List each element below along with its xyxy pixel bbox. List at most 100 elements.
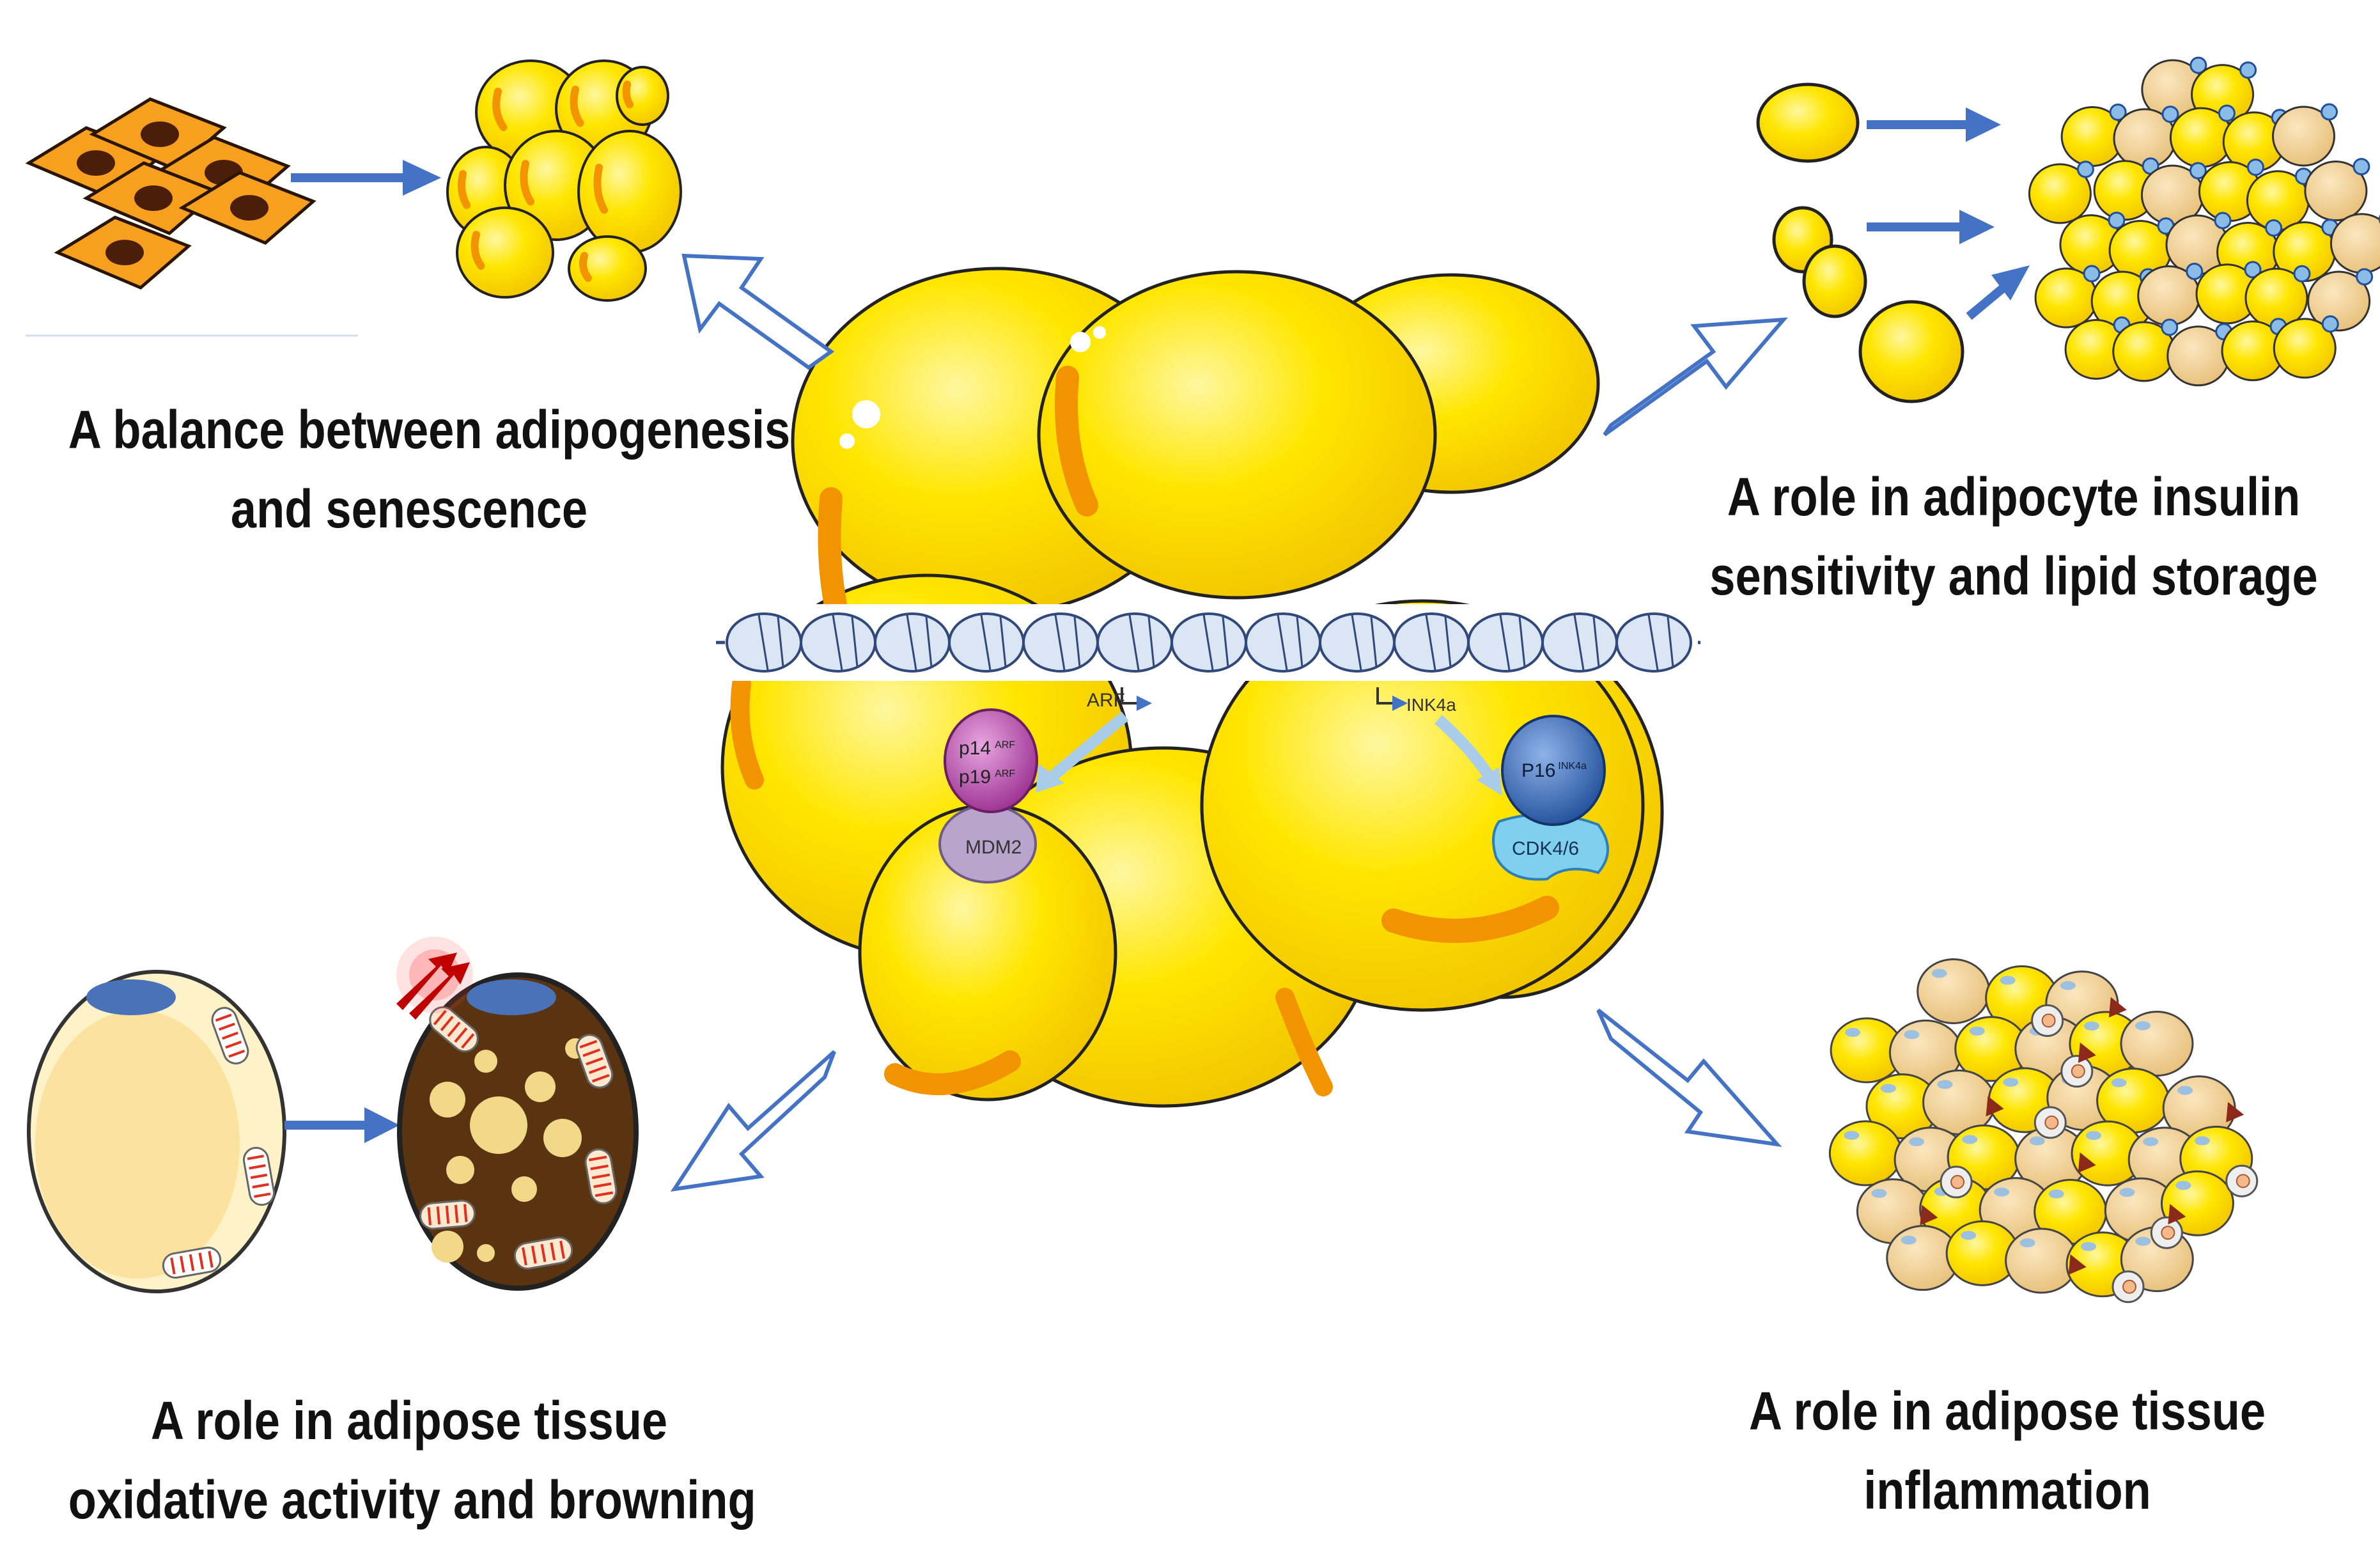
small-cell bbox=[2353, 158, 2370, 176]
crista bbox=[252, 1183, 269, 1188]
crista bbox=[249, 1164, 266, 1170]
adipocyte-nucleus bbox=[2119, 1188, 2135, 1197]
caption-adipogenesis-senescence: A balance between adipogenesis and senes… bbox=[68, 390, 791, 549]
crista bbox=[454, 1204, 459, 1223]
nucleosome-wrap bbox=[1073, 616, 1081, 667]
preadipocyte-nucleus bbox=[141, 121, 179, 147]
differentiation-arrow-head bbox=[403, 160, 441, 196]
crista bbox=[589, 1065, 607, 1074]
arrow-to-top-left bbox=[681, 253, 835, 370]
lipid-droplet bbox=[511, 1176, 537, 1202]
crista bbox=[540, 1243, 547, 1263]
crista bbox=[588, 1155, 607, 1162]
nucleus bbox=[467, 979, 556, 1015]
adipocyte-highlight bbox=[458, 170, 471, 209]
adipose-tissue-cluster bbox=[2028, 56, 2380, 387]
brown-mitochondria bbox=[419, 1006, 618, 1270]
adipocyte-nucleus bbox=[2019, 1238, 2035, 1248]
adipocyte-nucleus bbox=[2048, 1189, 2064, 1199]
crista bbox=[170, 1258, 176, 1275]
caption-line: A balance between adipogenesis bbox=[68, 400, 791, 460]
caption-line: A role in adipose tissue bbox=[1748, 1381, 2266, 1441]
arf-arrow bbox=[1045, 711, 1129, 784]
adipocyte-nucleus bbox=[2111, 1078, 2127, 1087]
caption-inflammation: A role in adipose tissue inflammation bbox=[1683, 1371, 2332, 1530]
crista bbox=[189, 1254, 195, 1272]
macrophage-nucleus bbox=[1950, 1174, 1965, 1189]
fat-shine bbox=[1093, 326, 1106, 339]
adipocyte-highlight bbox=[471, 231, 485, 270]
fat-highlight bbox=[884, 1050, 1021, 1095]
white-mitochondria bbox=[162, 1007, 276, 1279]
cdk46-label: CDK4/6 bbox=[1512, 838, 1579, 859]
small-cell bbox=[2189, 56, 2207, 74]
small-cell bbox=[2321, 315, 2339, 333]
tissue-adipocyte bbox=[1828, 1120, 1902, 1187]
adipocyte-nucleus bbox=[2081, 1242, 2097, 1251]
caption-line: inflammation bbox=[1863, 1460, 2151, 1520]
caption-line: sensitivity and lipid storage bbox=[1709, 546, 2318, 606]
mitochondrion bbox=[584, 1148, 618, 1204]
adipocyte-nucleus bbox=[2135, 1021, 2151, 1031]
small-cell bbox=[2076, 160, 2094, 178]
nucleosome-wrap bbox=[1128, 614, 1140, 671]
crista bbox=[222, 1031, 238, 1040]
small-cell bbox=[2083, 265, 2101, 283]
caption-line: A role in adipocyte insulin bbox=[1727, 467, 2301, 527]
caption-line: oxidative activity and browning bbox=[68, 1470, 756, 1530]
tissue-adipocyte bbox=[1917, 958, 1991, 1025]
fat-shine bbox=[839, 433, 855, 449]
p14-p19-protein bbox=[944, 708, 1038, 813]
immune-cell bbox=[2226, 1102, 2244, 1123]
crista bbox=[254, 1192, 271, 1198]
storage-arrow-head bbox=[1959, 210, 1995, 244]
crista bbox=[590, 1164, 609, 1171]
small-cell bbox=[2356, 268, 2374, 286]
nucleosome-wrap bbox=[1277, 614, 1288, 671]
nucleosome-wrap bbox=[1351, 614, 1362, 671]
arf-promoter: ARF bbox=[1087, 687, 1152, 711]
preadipocyte-nucleus bbox=[105, 240, 144, 265]
nucleosome-wrap bbox=[925, 616, 933, 667]
nucleosome-wrap bbox=[1518, 616, 1526, 667]
crista bbox=[433, 1009, 447, 1025]
arf-arrow-head bbox=[1036, 764, 1064, 793]
crista bbox=[180, 1256, 185, 1273]
adipocyte-highlight bbox=[570, 86, 584, 127]
small-cell bbox=[2321, 103, 2338, 121]
preadipocyte-nucleus bbox=[230, 195, 268, 221]
lipid-droplet bbox=[432, 1231, 463, 1263]
adipocyte-nucleus bbox=[2003, 1077, 2019, 1087]
crista bbox=[250, 1173, 268, 1180]
nucleosome-wrap bbox=[999, 616, 1007, 667]
small-adipocyte bbox=[1802, 244, 1867, 318]
arf-gene-label: ARF bbox=[1087, 690, 1125, 711]
crista bbox=[461, 1033, 475, 1049]
small-cell bbox=[2265, 219, 2283, 237]
fat-shine bbox=[852, 400, 880, 428]
adipocyte-nucleus bbox=[1937, 1080, 1953, 1089]
caption-insulin-sensitivity: A role in adipocyte insulin sensitivity … bbox=[1690, 457, 2338, 616]
mitochondrion bbox=[429, 1006, 479, 1052]
nucleosome-wrap bbox=[1647, 614, 1659, 671]
crista bbox=[198, 1252, 204, 1270]
nucleosome-wrap bbox=[1296, 616, 1303, 667]
adipocyte-nucleus bbox=[1901, 1235, 1917, 1245]
crista bbox=[208, 1250, 214, 1268]
adipocyte-nucleus bbox=[2083, 1021, 2099, 1031]
nucleosome-wrap bbox=[1667, 616, 1674, 667]
inflamed-adipose-tissue bbox=[1828, 958, 2259, 1304]
adipocyte-nucleus bbox=[1904, 1030, 1920, 1040]
macrophage-nucleus bbox=[2071, 1064, 2085, 1079]
macrophage-nucleus bbox=[2161, 1226, 2175, 1240]
nucleosome-wrap bbox=[1425, 614, 1436, 671]
small-cell bbox=[2244, 261, 2262, 279]
adipocyte-nucleus bbox=[1969, 1026, 1985, 1036]
lipid-droplet bbox=[477, 1244, 495, 1262]
ink4a-arrow bbox=[1434, 715, 1495, 780]
lipid-droplet bbox=[446, 1156, 474, 1184]
macrophage-nucleus bbox=[2041, 1013, 2056, 1028]
